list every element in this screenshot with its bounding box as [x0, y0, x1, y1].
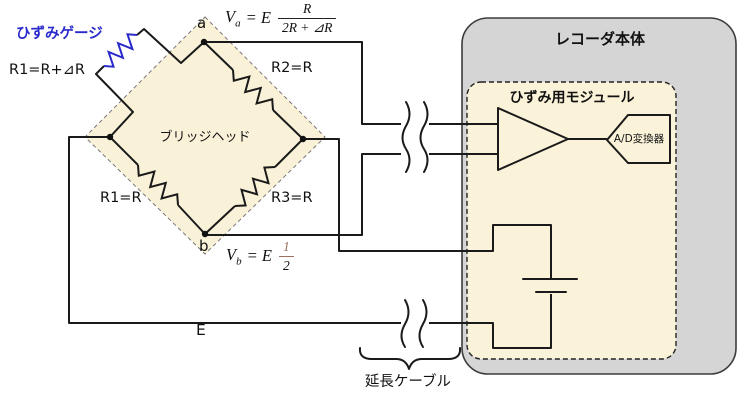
cable-break-icon — [401, 101, 411, 173]
formula-va-eq: = E — [245, 8, 271, 28]
formula-vb: Vb = E 1 2 — [226, 239, 294, 273]
bridge-arm-leads — [109, 41, 304, 235]
strain-gauge-label: ひずみゲージ — [16, 26, 103, 42]
node-right-dot — [299, 135, 307, 143]
node-a-label: a — [197, 14, 207, 32]
extension-cable-label: 延長ケーブル — [364, 374, 452, 390]
formula-vb-lhs: Vb — [226, 244, 242, 268]
amplifier-triangle-icon — [497, 107, 569, 171]
resistor-r2-zigzag — [232, 69, 274, 111]
resistor-r3-zigzag — [234, 166, 276, 207]
cable-break-icon — [418, 299, 428, 348]
recorder-title: レコーダ本体 — [554, 30, 645, 48]
formula-va-fraction: R 2R + ⊿R — [277, 1, 337, 35]
ad-converter-label: A/D変換器 — [613, 133, 665, 145]
strain-gauge-resistor-zigzag — [103, 33, 138, 68]
resistor-r1-zigzag — [137, 164, 179, 206]
node-b-label: b — [199, 237, 209, 255]
bridge-head-label: ブリッジヘッド — [159, 130, 251, 145]
gauge-resistor-label: R1=R+⊿R — [9, 62, 85, 78]
r2-label: R2=R — [271, 60, 313, 76]
strain-module-box — [466, 81, 677, 360]
node-left-dot — [106, 133, 114, 141]
cable-break-icon — [419, 101, 429, 173]
wire-right-node-to-battery — [303, 138, 552, 278]
source-e-label: E — [196, 321, 206, 339]
formula-vb-eq: = E — [246, 246, 272, 266]
node-b-dot — [201, 230, 209, 238]
ad-converter-shape — [606, 114, 671, 164]
node-a-dot — [200, 38, 208, 46]
wire-node-b-to-amp — [205, 153, 498, 236]
formula-va: Va = E R 2R + ⊿R — [225, 1, 337, 35]
bridge-head-diamond — [84, 16, 326, 255]
r1-label: R1=R — [100, 190, 142, 206]
r3-label: R3=R — [271, 190, 313, 206]
formula-va-lhs: Va — [225, 6, 241, 30]
strain-gauge-arm-leads — [95, 28, 205, 138]
extension-cable-brace — [358, 347, 462, 370]
module-title: ひずみ用モジュール — [509, 90, 635, 106]
formula-vb-fraction: 1 2 — [278, 239, 294, 273]
cable-break-icon — [400, 299, 410, 348]
wire-node-a-to-amp — [204, 41, 498, 125]
wire-e-bottom-to-battery — [68, 136, 552, 349]
